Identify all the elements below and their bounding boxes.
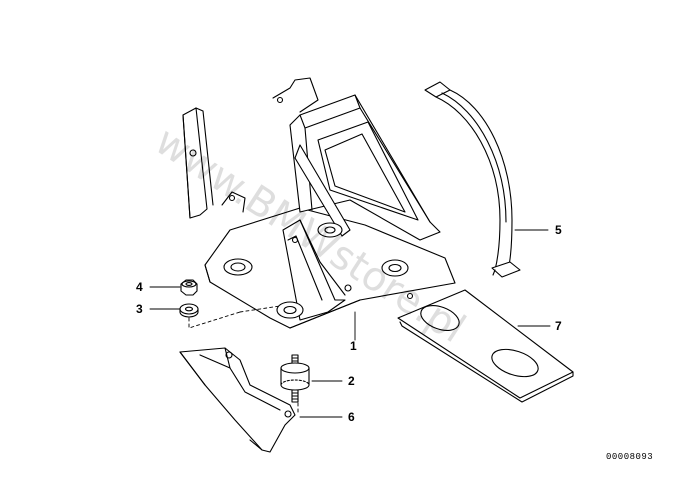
retaining-strap xyxy=(424,81,521,278)
callout-7: 7 xyxy=(555,319,562,333)
callout-5: 5 xyxy=(555,223,562,237)
battery-tray-bracket xyxy=(182,77,456,329)
callout-2: 2 xyxy=(348,374,355,388)
rubber-mount xyxy=(280,354,310,403)
leader-lines xyxy=(149,229,551,418)
washer-part xyxy=(179,303,199,318)
drawing-code: 00008093 xyxy=(606,452,654,462)
callout-4: 4 xyxy=(136,280,143,294)
callout-3: 3 xyxy=(136,302,143,316)
callout-6: 6 xyxy=(348,410,355,424)
front-bracket xyxy=(179,347,296,453)
rubber-pad xyxy=(397,289,574,403)
nut-part xyxy=(180,279,198,296)
callout-1: 1 xyxy=(350,339,357,353)
